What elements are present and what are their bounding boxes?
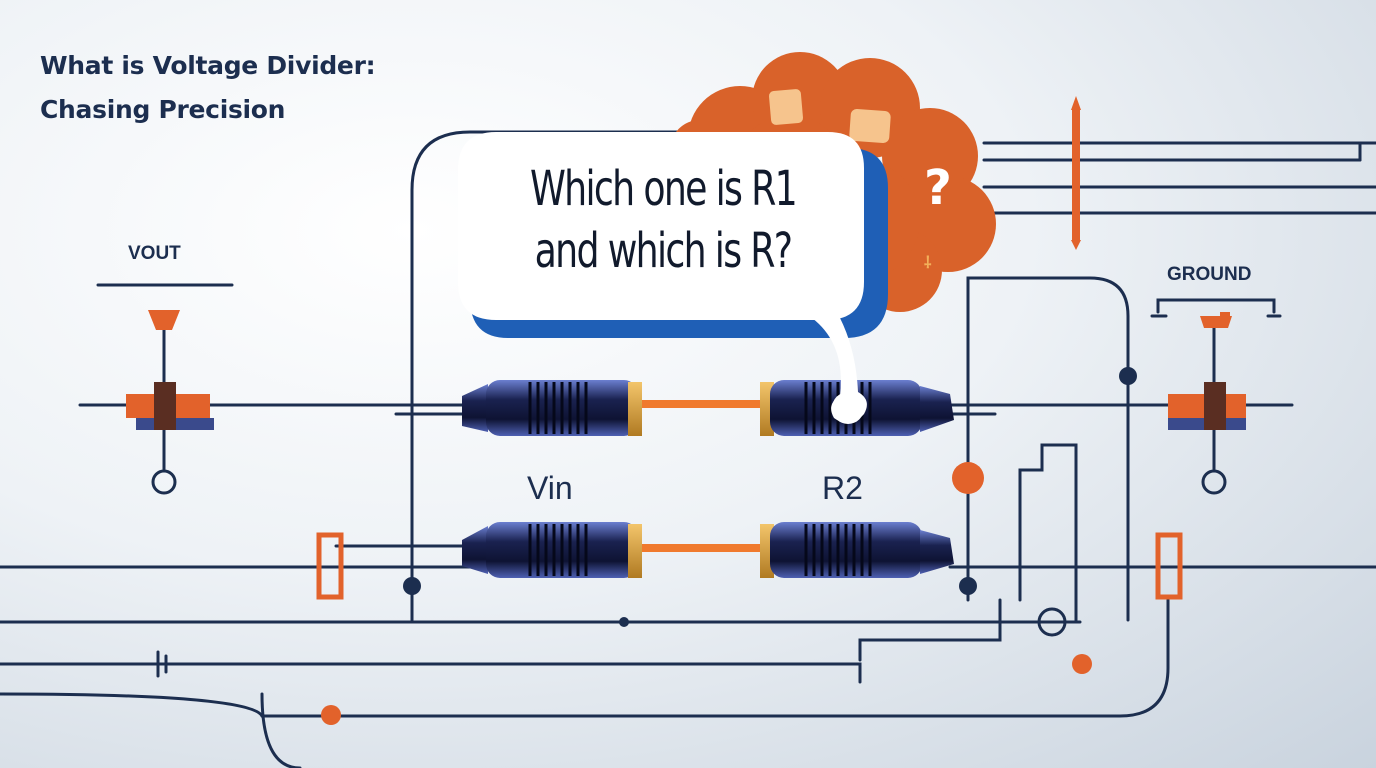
probe-marker	[1071, 96, 1081, 250]
title-line-1: What is Voltage Divider:	[40, 51, 376, 80]
vout-label: VOUT	[128, 243, 181, 264]
vin-label: Vin	[527, 470, 573, 506]
bubble-line-2: and which is R?	[534, 223, 793, 279]
question-mark-icon: ?	[924, 160, 952, 216]
resistor-lower-right	[760, 522, 954, 578]
resistor-row-bottom	[462, 522, 954, 578]
speech-bubble	[458, 132, 888, 424]
circuit-nodes	[151, 367, 1227, 725]
resistor-row-top	[462, 380, 954, 436]
ground-terminal	[1168, 312, 1246, 430]
title-block: What is Voltage Divider: Chasing Precisi…	[40, 44, 376, 132]
small-resistor-left	[316, 532, 344, 600]
ground-label: GROUND	[1167, 264, 1252, 285]
r2-label: R2	[822, 470, 863, 506]
vout-terminal	[126, 310, 214, 430]
bubble-question: Which one is R1 and which is R?	[508, 158, 819, 282]
svg-text:⸸: ⸸	[924, 253, 932, 272]
title-line-2: Chasing Precision	[40, 95, 286, 124]
bubble-line-1: Which one is R1	[529, 161, 798, 217]
resistor-vin	[462, 380, 642, 436]
small-resistor-right	[1155, 532, 1183, 600]
resistor-lower-left	[462, 522, 642, 578]
